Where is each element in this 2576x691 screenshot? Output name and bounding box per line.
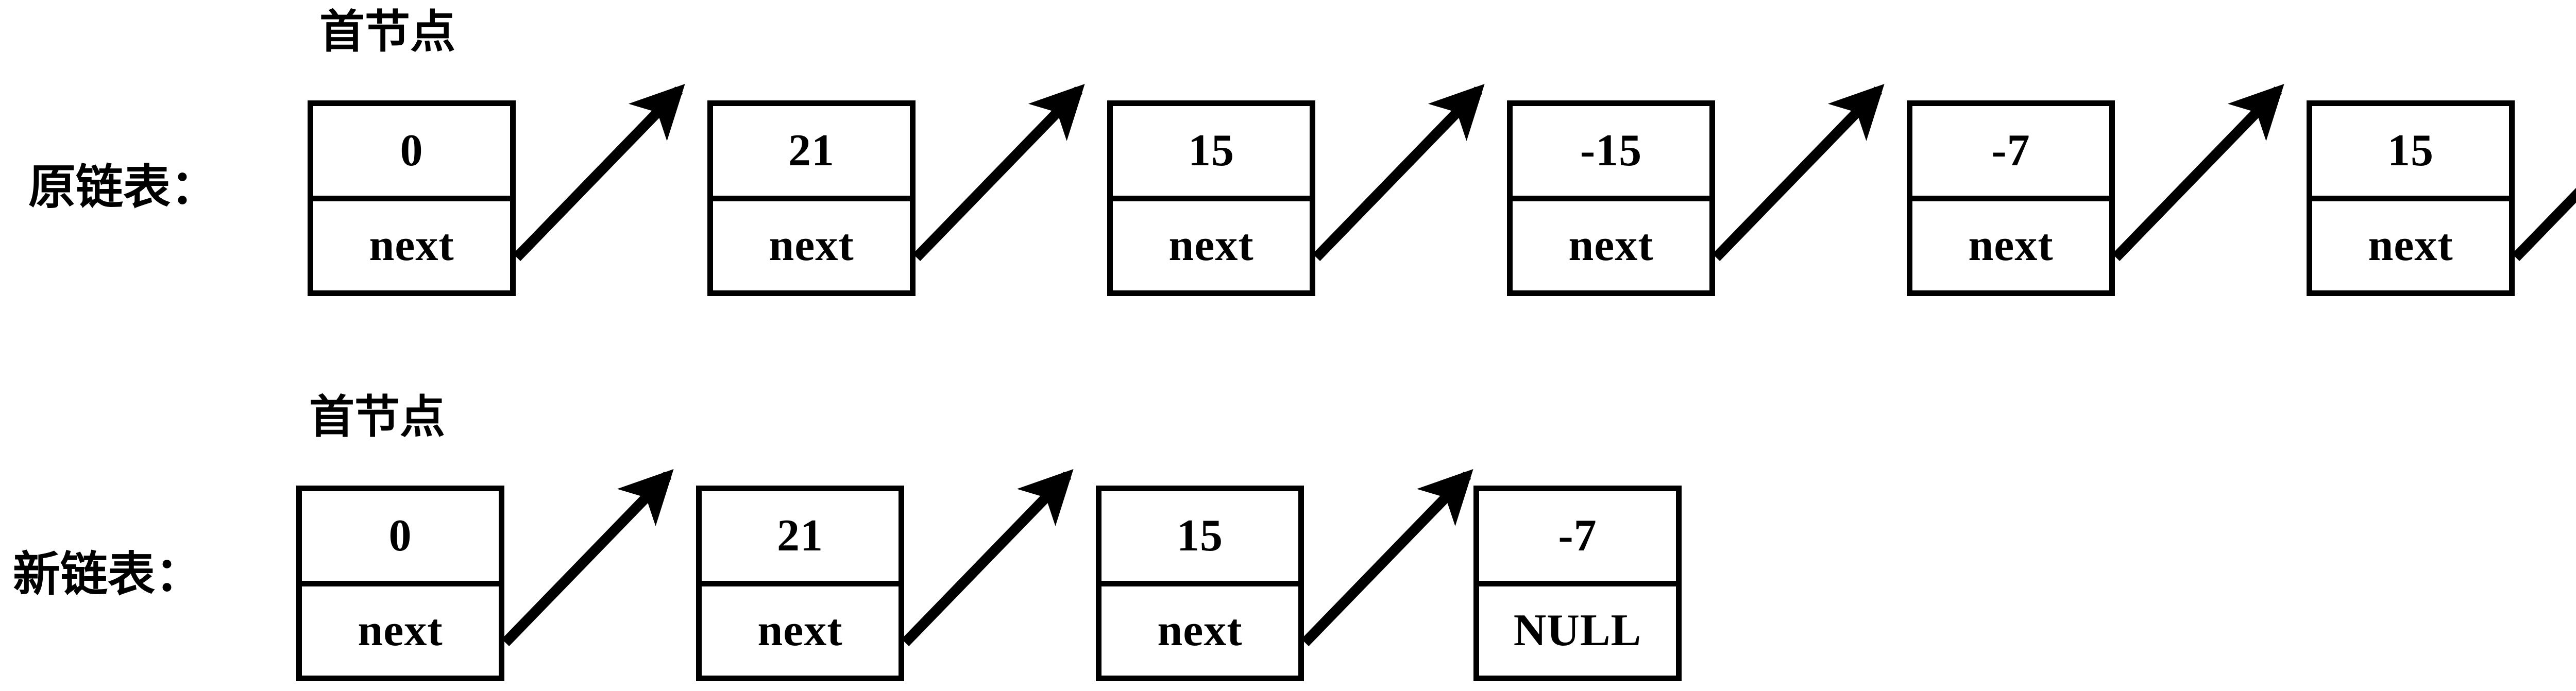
row-label-new-list: 新链表： (13, 547, 203, 602)
node-value: 15 (1113, 106, 1310, 201)
node-row1-6: 15 next (2307, 100, 2515, 296)
node-pointer: next (1157, 606, 1243, 656)
arrow-row1-1 (513, 84, 685, 261)
head-node-label-row2: 首节点 (309, 390, 446, 443)
node-value: 0 (313, 106, 510, 201)
arrow-row1-4 (1712, 84, 1885, 261)
node-value: -7 (1912, 106, 2109, 201)
node-value: 15 (2312, 106, 2509, 201)
node-pointer: next (1568, 220, 1654, 271)
arrow-row2-1 (501, 469, 674, 646)
node-pointer: next (1168, 220, 1254, 271)
node-pointer: next (2368, 220, 2453, 271)
node-pointer: next (1968, 220, 2054, 271)
node-row2-3: 15 next (1096, 486, 1304, 681)
node-pointer: next (369, 220, 454, 271)
node-pointer: next (769, 220, 854, 271)
arrow-row1-3 (1312, 84, 1485, 261)
node-pointer: next (757, 606, 843, 656)
row-label-original-list: 原链表： (28, 160, 218, 215)
node-row2-4: -7 NULL (1473, 486, 1682, 681)
node-pointer: NULL (1513, 606, 1642, 656)
arrow-row2-3 (1301, 469, 1473, 646)
node-value: 21 (713, 106, 910, 201)
node-value: 15 (1101, 491, 1298, 586)
node-value: 21 (702, 491, 899, 586)
arrow-row2-2 (901, 469, 1074, 646)
head-node-label-row1: 首节点 (319, 5, 456, 58)
row2-pointer-arrows (501, 469, 1473, 646)
node-value: -7 (1479, 491, 1676, 586)
node-row1-3: 15 next (1107, 100, 1315, 296)
node-row2-2: 21 next (696, 486, 904, 681)
arrow-row1-6 (2512, 187, 2576, 261)
node-value: 0 (302, 491, 499, 586)
node-row2-1: 0 next (296, 486, 504, 681)
node-row1-1: 0 next (308, 100, 516, 296)
node-row1-2: 21 next (707, 100, 916, 296)
arrow-row1-5 (2112, 84, 2284, 261)
node-row1-5: -7 next (1907, 100, 2115, 296)
node-row1-4: -15 next (1507, 100, 1715, 296)
node-pointer: next (358, 606, 443, 656)
arrow-row1-2 (912, 84, 1085, 261)
node-value: -15 (1513, 106, 1709, 201)
